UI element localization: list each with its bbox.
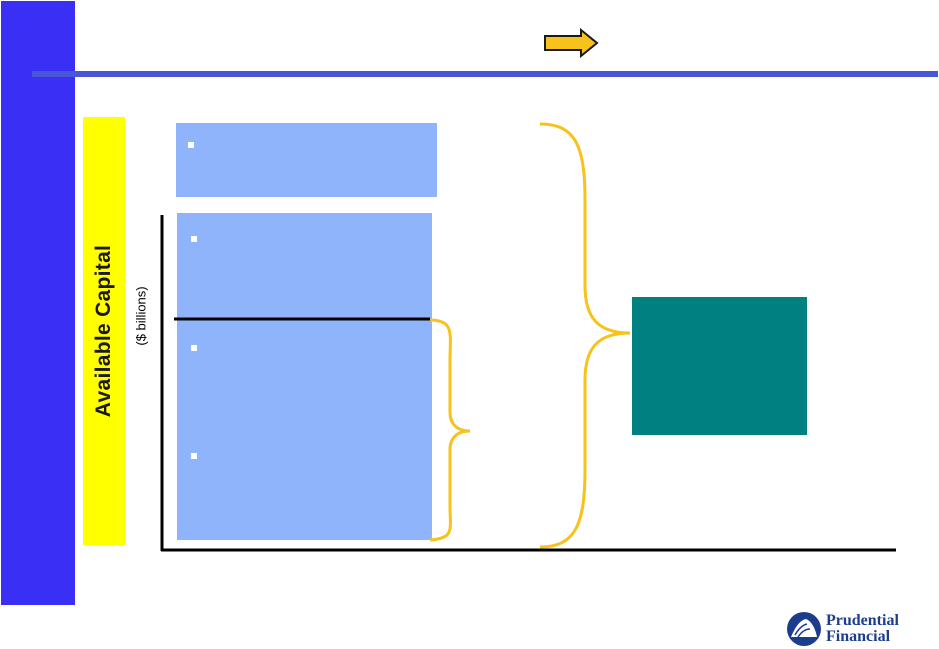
small-brace: [429, 318, 471, 542]
logo-line-2: Financial: [826, 628, 891, 645]
company-logo: Prudential Financial: [786, 610, 916, 648]
square-bullet-icon: [191, 345, 197, 351]
square-bullet-icon: [188, 142, 194, 148]
right-arrow-icon: [544, 28, 599, 58]
rock-logo-icon: [787, 612, 821, 646]
square-bullet-icon: [191, 236, 197, 242]
sidebar-band: [1, 1, 75, 605]
capital-box-top: [176, 123, 437, 197]
y-label-strip: Available Capital: [83, 117, 125, 545]
logo-line-1: Prudential: [826, 612, 899, 629]
title-rule-line: [32, 75, 938, 77]
capital-box-main: [177, 213, 432, 540]
square-bullet-icon: [191, 453, 197, 459]
title-rule: [32, 71, 938, 77]
result-box: [632, 297, 807, 435]
large-brace: [539, 122, 631, 549]
logo-text: Prudential Financial: [826, 613, 899, 645]
